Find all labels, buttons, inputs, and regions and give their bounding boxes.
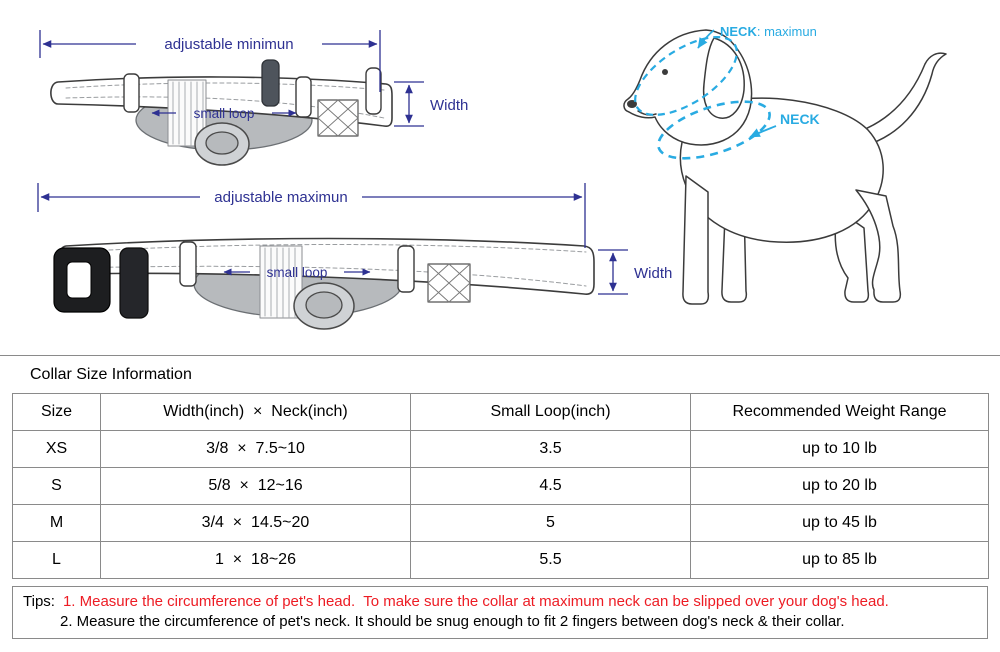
min-small-loop-label: small loop xyxy=(194,106,255,121)
max-width-dimension xyxy=(598,249,628,295)
table-row: M 3/4 × 14.5~20 5 up to 45 lb xyxy=(12,504,989,542)
cell-small-loop: 5.5 xyxy=(410,541,691,579)
elastic-stitches xyxy=(264,247,296,318)
cell-small-loop: 5 xyxy=(410,504,691,542)
header-weight-range: Recommended Weight Range xyxy=(690,393,989,431)
dog-nose xyxy=(627,100,637,108)
slide-adjuster xyxy=(261,59,280,107)
keeper-loop xyxy=(397,245,415,293)
cell-size: S xyxy=(12,467,101,505)
cell-weight: up to 85 lb xyxy=(690,541,989,579)
table-row: S 5/8 × 12~16 4.5 up to 20 lb xyxy=(12,467,989,505)
min-width-dimension xyxy=(394,81,424,127)
metal-buckle xyxy=(53,247,111,313)
tip-2-text: 2. Measure the circumference of pet's ne… xyxy=(60,613,845,630)
header-width-neck: Width(inch) × Neck(inch) xyxy=(100,393,411,431)
max-small-loop-label: small loop xyxy=(267,265,328,280)
neck-max-pointer-arrow xyxy=(697,29,715,49)
min-dimension-label: adjustable minimun xyxy=(164,36,293,53)
neck-label: NECK xyxy=(780,111,820,127)
neck-loop xyxy=(657,100,771,160)
table-title: Collar Size Information xyxy=(30,366,192,383)
tip-1-text: 1. Measure the circumference of pet's he… xyxy=(62,593,889,610)
header-small-loop: Small Loop(inch) xyxy=(410,393,691,431)
cell-weight: up to 10 lb xyxy=(690,430,989,468)
dog-hind-leg-far xyxy=(834,209,870,303)
cell-width-neck: 5/8 × 12~16 xyxy=(100,467,411,505)
woven-patch xyxy=(427,263,471,303)
end-bar xyxy=(365,67,382,115)
max-length-dimension xyxy=(37,183,586,248)
collar-diagram-canvas: adjustable minimun Width small loop xyxy=(37,24,947,330)
table-header-row: Size Width(inch) × Neck(inch) Small Loop… xyxy=(12,393,989,431)
tips-line-1: Tips: 1. Measure the circumference of pet… xyxy=(23,592,977,612)
min-width-label: Width xyxy=(430,97,468,114)
dog-tail xyxy=(857,52,947,147)
dog-eye xyxy=(662,69,668,75)
buckle-keeper xyxy=(119,247,149,319)
neck-max-label-bold: NECK xyxy=(720,24,757,39)
collar-size-table: Size Width(inch) × Neck(inch) Small Loop… xyxy=(12,393,989,579)
cell-size: M xyxy=(12,504,101,542)
table-row: L 1 × 18~26 5.5 up to 85 lb xyxy=(12,541,989,579)
cell-size: L xyxy=(12,541,101,579)
cell-weight: up to 20 lb xyxy=(690,467,989,505)
max-width-label: Width xyxy=(634,265,672,282)
keeper-loop xyxy=(179,241,197,287)
tips-box: Tips: 1. Measure the circumference of pet… xyxy=(12,586,988,639)
neck-max-label: NECK: maximun xyxy=(720,24,817,39)
neck-max-label-rest: : maximun xyxy=(757,24,817,39)
neck-pointer-arrow xyxy=(749,125,777,138)
d-ring-inner xyxy=(205,131,239,155)
cell-small-loop: 3.5 xyxy=(410,430,691,468)
dog-front-leg-near xyxy=(682,175,710,305)
dog-illustration xyxy=(623,29,947,305)
diagram-area: adjustable minimun Width small loop xyxy=(37,24,947,330)
tips-label: Tips: xyxy=(23,593,55,610)
keeper-loop xyxy=(295,76,312,118)
header-size: Size xyxy=(12,393,101,431)
dog-hind-leg-near xyxy=(855,189,902,303)
woven-patch xyxy=(317,99,359,137)
collar-max-diagram xyxy=(53,237,595,330)
cell-width-neck: 3/8 × 7.5~10 xyxy=(100,430,411,468)
cell-weight: up to 45 lb xyxy=(690,504,989,542)
max-dimension-label: adjustable maximun xyxy=(214,189,347,206)
cell-width-neck: 3/4 × 14.5~20 xyxy=(100,504,411,542)
section-divider xyxy=(0,355,1000,356)
min-length-dimension xyxy=(39,30,381,92)
cell-small-loop: 4.5 xyxy=(410,467,691,505)
strap-stitch-top xyxy=(65,82,385,91)
collar-min-diagram xyxy=(50,59,393,166)
keeper-loop xyxy=(123,73,140,113)
cell-size: XS xyxy=(12,430,101,468)
cell-width-neck: 1 × 18~26 xyxy=(100,541,411,579)
table-row: XS 3/8 × 7.5~10 3.5 up to 10 lb xyxy=(12,430,989,468)
d-ring-inner xyxy=(305,291,343,319)
tips-line-2: 2. Measure the circumference of pet's ne… xyxy=(60,612,977,632)
